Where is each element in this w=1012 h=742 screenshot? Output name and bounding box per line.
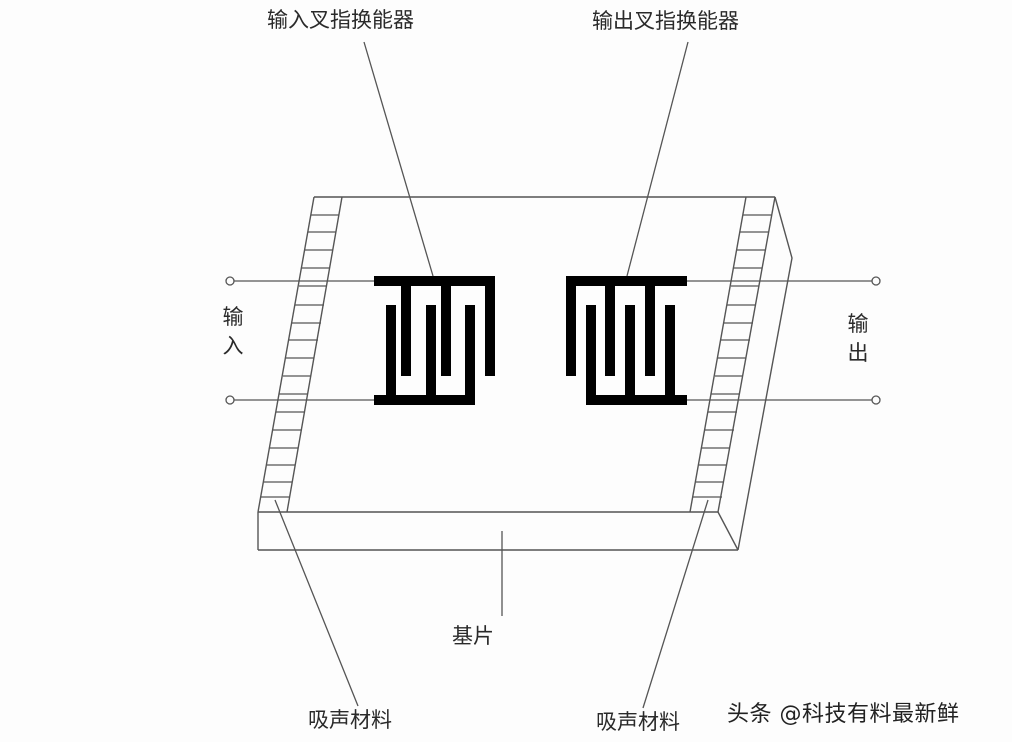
leader-lines	[274, 41, 709, 709]
input-terminal-top	[225, 276, 235, 286]
output-terminal-bottom	[871, 395, 881, 405]
input-idt	[374, 276, 495, 405]
absorber-left-label: 吸声材料	[308, 708, 392, 732]
output-idt	[566, 276, 687, 405]
port-wires	[225, 276, 881, 405]
input-idt-label: 输入叉指换能器	[267, 8, 414, 32]
output-idt-label: 输出叉指换能器	[592, 9, 739, 33]
absorber-left-strip	[261, 214, 339, 498]
input-terminal-bottom	[225, 395, 235, 405]
watermark: 头条 @科技有料最新鲜	[727, 702, 960, 727]
output-terminal-top	[871, 276, 881, 286]
substrate-label: 基片	[452, 624, 494, 648]
absorber-right-label: 吸声材料	[596, 710, 680, 734]
output-port-label: 输出	[847, 312, 869, 365]
absorber-right-strip	[693, 214, 772, 498]
input-port-label: 输入	[222, 305, 244, 358]
